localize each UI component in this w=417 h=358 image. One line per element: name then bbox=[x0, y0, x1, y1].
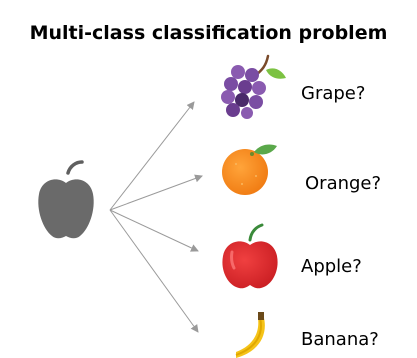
arrow-to-grape bbox=[109, 101, 195, 211]
arrows bbox=[109, 101, 203, 333]
class-label-apple: Apple? bbox=[301, 256, 362, 277]
grape-icon bbox=[221, 54, 286, 119]
banana-icon bbox=[235, 312, 265, 358]
apple-icon bbox=[222, 223, 278, 289]
arrow-to-orange bbox=[109, 174, 203, 211]
diagram-title: Multi-class classification problem bbox=[29, 22, 388, 44]
arrow-to-apple bbox=[109, 209, 199, 252]
class-label-grape: Grape? bbox=[301, 83, 366, 104]
orange-icon bbox=[222, 144, 277, 195]
class-label-orange: Orange? bbox=[305, 173, 382, 194]
arrow-to-banana bbox=[109, 209, 199, 333]
class-label-banana: Banana? bbox=[301, 329, 379, 350]
apple-silhouette-icon bbox=[38, 160, 94, 239]
